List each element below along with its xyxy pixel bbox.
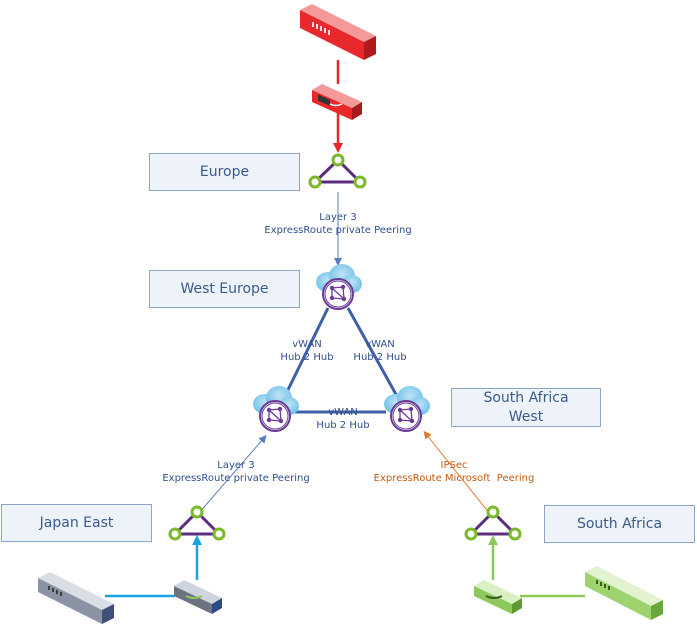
region-europe: Europe [149, 153, 300, 191]
link-label-hub-westeurope-saw-line2: Hub 2 Hub [353, 351, 407, 363]
region-south-africa-west-label-line2: West [508, 408, 544, 425]
japan-switch-icon [38, 572, 114, 624]
link-label-hub-japan-saw: vWAN Hub 2 Hub [308, 407, 378, 432]
region-south-africa: South Africa [544, 505, 695, 543]
europe-switch-icon [300, 4, 376, 60]
south-africa-expressroute-triangle-icon [464, 505, 522, 541]
link-label-south-africa-ipsec-line2: ExpressRoute Microsoft Peering [373, 472, 535, 484]
japan-router-icon [174, 580, 222, 614]
region-south-africa-west: South Africa West [451, 388, 601, 427]
link-label-hub-westeurope-japan: vWAN Hub 2 Hub [272, 339, 342, 364]
region-west-europe: West Europe [149, 270, 300, 308]
west-europe-hub-icon [316, 264, 362, 310]
japan-east-hub-icon [253, 386, 299, 432]
south-africa-router-icon [474, 580, 522, 614]
europe-router-icon [312, 84, 362, 120]
link-label-hub-japan-saw-line1: vWAN [328, 407, 358, 418]
south-africa-ipsec-link [423, 430, 491, 515]
south-africa-switch-icon [585, 566, 663, 620]
link-label-europe-er-line1: Layer 3 [319, 212, 357, 223]
link-label-hub-westeurope-saw-line1: vWAN [365, 339, 395, 350]
japan-er-link [197, 434, 267, 515]
europe-expressroute-triangle-icon [308, 153, 367, 189]
link-label-hub-japan-saw-line2: Hub 2 Hub [316, 419, 370, 431]
link-label-hub-westeurope-saw: vWAN Hub 2 Hub [345, 339, 415, 364]
link-label-south-africa-ipsec-line1: IPSec [440, 460, 468, 471]
south-africa-west-hub-icon [384, 386, 430, 432]
region-south-africa-west-label-line1: South Africa [483, 390, 569, 407]
link-label-south-africa-ipsec: IPSec ExpressRoute Microsoft Peering [354, 460, 554, 485]
link-label-hub-westeurope-japan-line1: vWAN [292, 339, 322, 350]
link-label-japan-er-line2: ExpressRoute private Peering [162, 472, 310, 484]
hub-link-westeurope-saw [346, 307, 400, 399]
link-label-japan-er: Layer 3 ExpressRoute private Peering [136, 460, 336, 485]
link-label-japan-er-line1: Layer 3 [217, 460, 255, 471]
region-west-europe-label: West Europe [180, 280, 269, 297]
link-label-hub-westeurope-japan-line2: Hub 2 Hub [280, 351, 334, 363]
region-japan-east-label: Japan East [39, 514, 114, 531]
japan-expressroute-triangle-icon [168, 505, 226, 541]
region-europe-label: Europe [199, 163, 250, 180]
region-south-africa-label: South Africa [576, 515, 663, 532]
link-label-europe-er-line2: ExpressRoute private Peering [264, 224, 412, 236]
region-japan-east: Japan East [1, 504, 152, 542]
link-label-europe-er: Layer 3 ExpressRoute private Peering [238, 212, 438, 237]
hub-link-westeurope-japan [282, 307, 330, 399]
